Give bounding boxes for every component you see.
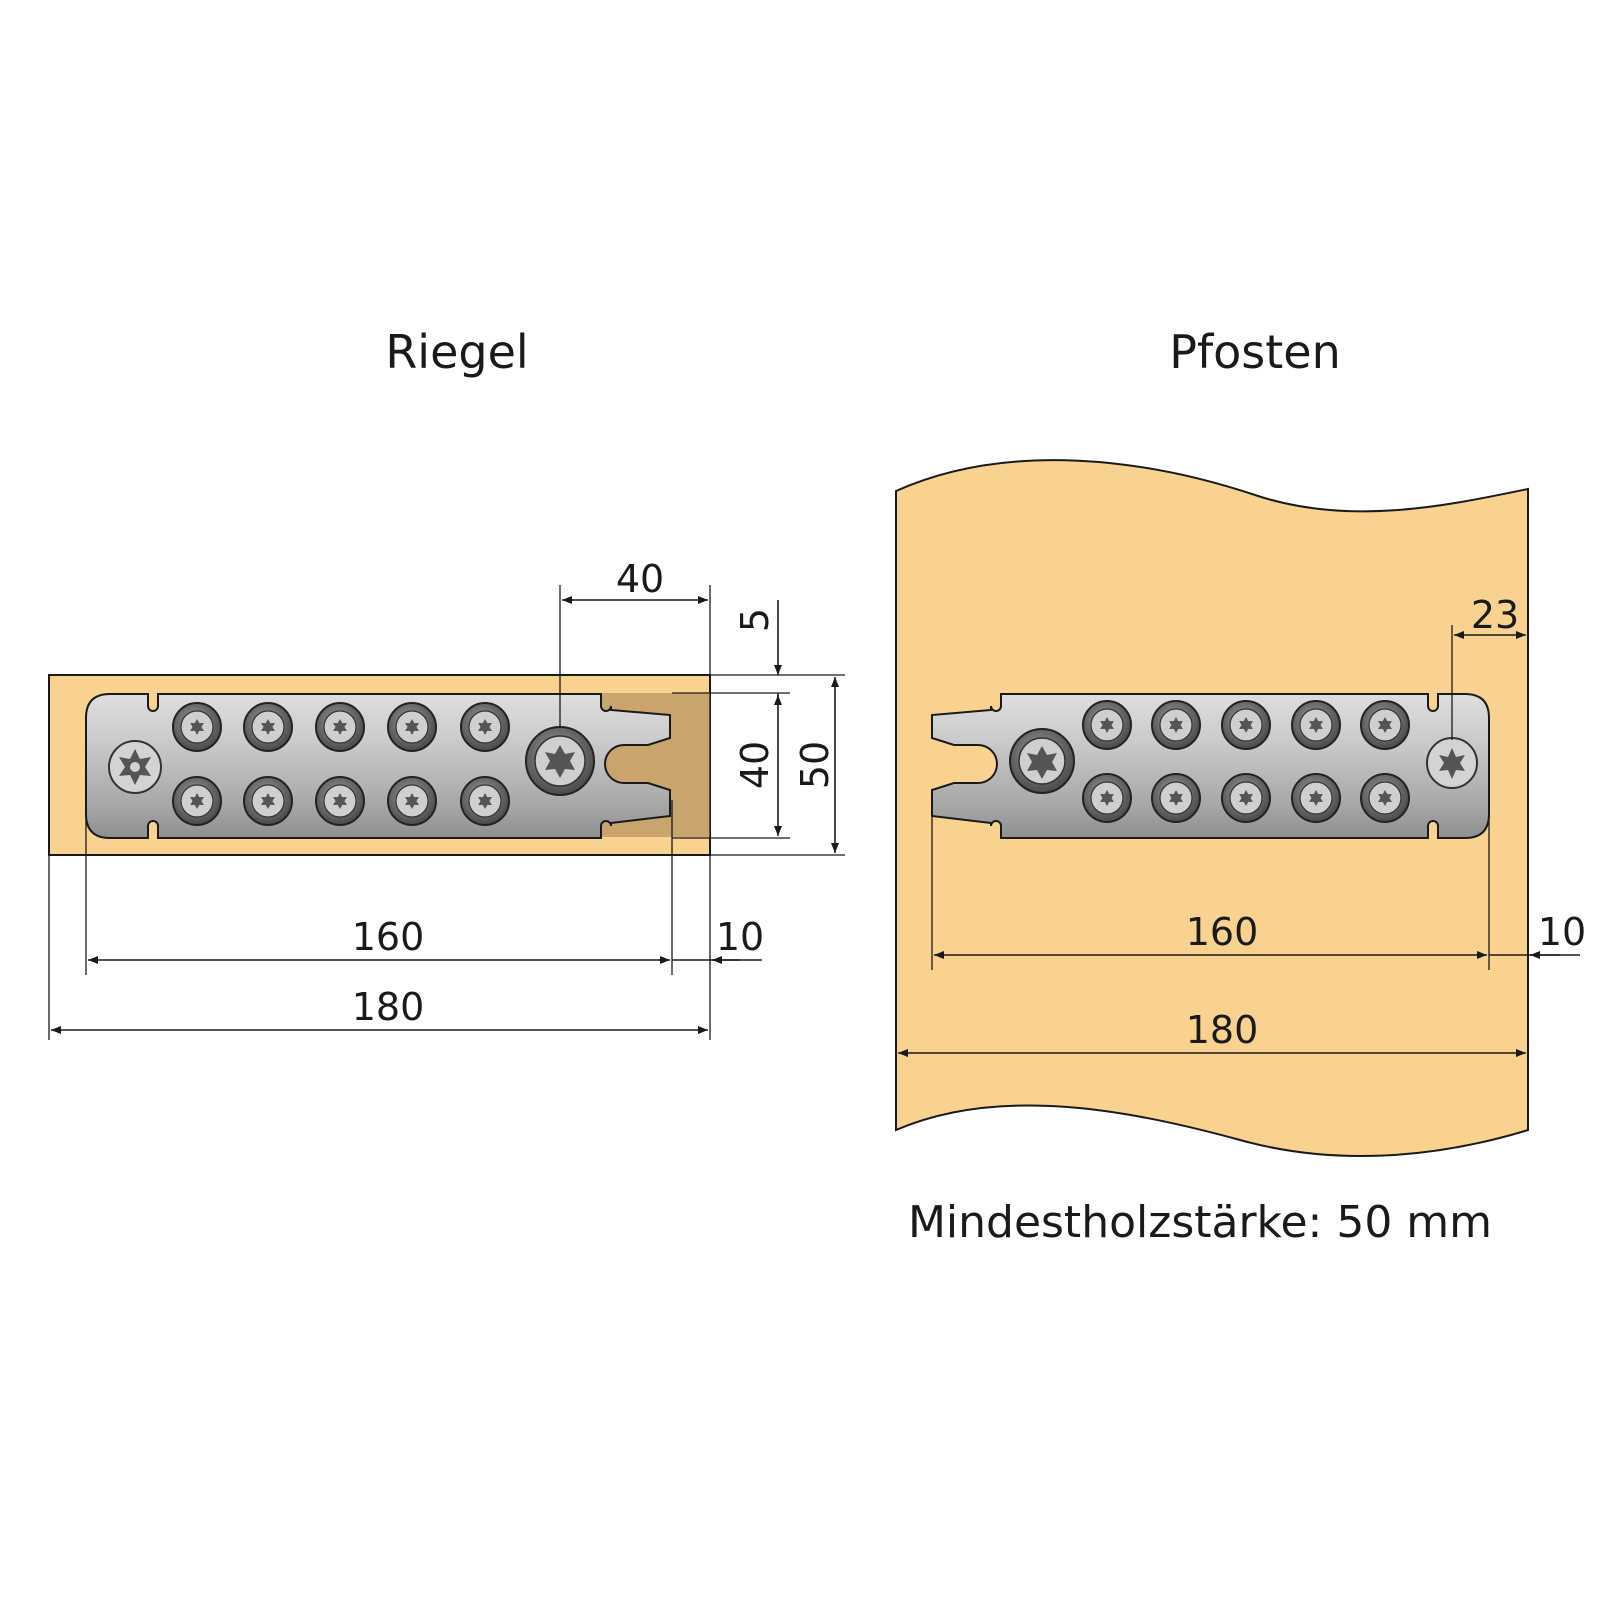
riegel-screw-hole <box>172 776 222 826</box>
pfosten-screw-hole <box>1291 700 1341 750</box>
pfosten-end-screw-left <box>1009 728 1075 794</box>
riegel-connector-plate <box>85 693 671 839</box>
riegel-dim-160: 160 <box>352 915 425 959</box>
pfosten-screw-hole <box>1082 773 1132 823</box>
pfosten-dim-23: 23 <box>1471 593 1519 637</box>
riegel-dim-40-height: 40 <box>733 741 777 789</box>
riegel-screw-hole <box>172 702 222 752</box>
pfosten-screw-hole <box>1221 700 1271 750</box>
riegel-screw-hole <box>243 776 293 826</box>
pfosten-title: Pfosten <box>1169 325 1341 379</box>
riegel-screw-hole <box>387 776 437 826</box>
riegel-dim-50: 50 <box>793 741 837 789</box>
riegel-title: Riegel <box>385 325 528 379</box>
pfosten-screw-grid <box>1082 700 1410 823</box>
pfosten-screw-hole <box>1360 700 1410 750</box>
pfosten-screw-hole <box>1291 773 1341 823</box>
pfosten-screw-hole <box>1221 773 1271 823</box>
minimum-wood-thickness-note: Mindestholzstärke: 50 mm <box>908 1197 1492 1248</box>
riegel-screw-hole <box>315 702 365 752</box>
riegel-screw-hole <box>460 702 510 752</box>
pfosten-screw-hole <box>1151 773 1201 823</box>
riegel-dim-40-top: 40 <box>616 557 664 601</box>
riegel-screw-hole <box>460 776 510 826</box>
pfosten-connector-plate <box>931 693 1490 839</box>
riegel-screw-hole <box>243 702 293 752</box>
pfosten-dim-10: 10 <box>1538 910 1586 954</box>
riegel-dim-180: 180 <box>352 985 425 1029</box>
riegel-dim-10: 10 <box>716 915 764 959</box>
pfosten-view: 23 160 10 180 <box>895 459 1586 1157</box>
pfosten-dim-160: 160 <box>1186 910 1259 954</box>
riegel-screw-grid <box>172 702 510 826</box>
pfosten-screw-hole <box>1360 773 1410 823</box>
riegel-end-screw-left <box>108 740 162 794</box>
riegel-screw-hole <box>315 776 365 826</box>
riegel-screw-hole <box>387 702 437 752</box>
riegel-view: 40 5 40 50 160 10 180 <box>48 557 845 1040</box>
riegel-dim-5: 5 <box>733 608 777 632</box>
pfosten-screw-hole <box>1151 700 1201 750</box>
riegel-end-screw-right <box>525 726 595 796</box>
pfosten-dim-180: 180 <box>1186 1008 1259 1052</box>
pfosten-end-screw-right <box>1426 737 1478 789</box>
pfosten-screw-hole <box>1082 700 1132 750</box>
